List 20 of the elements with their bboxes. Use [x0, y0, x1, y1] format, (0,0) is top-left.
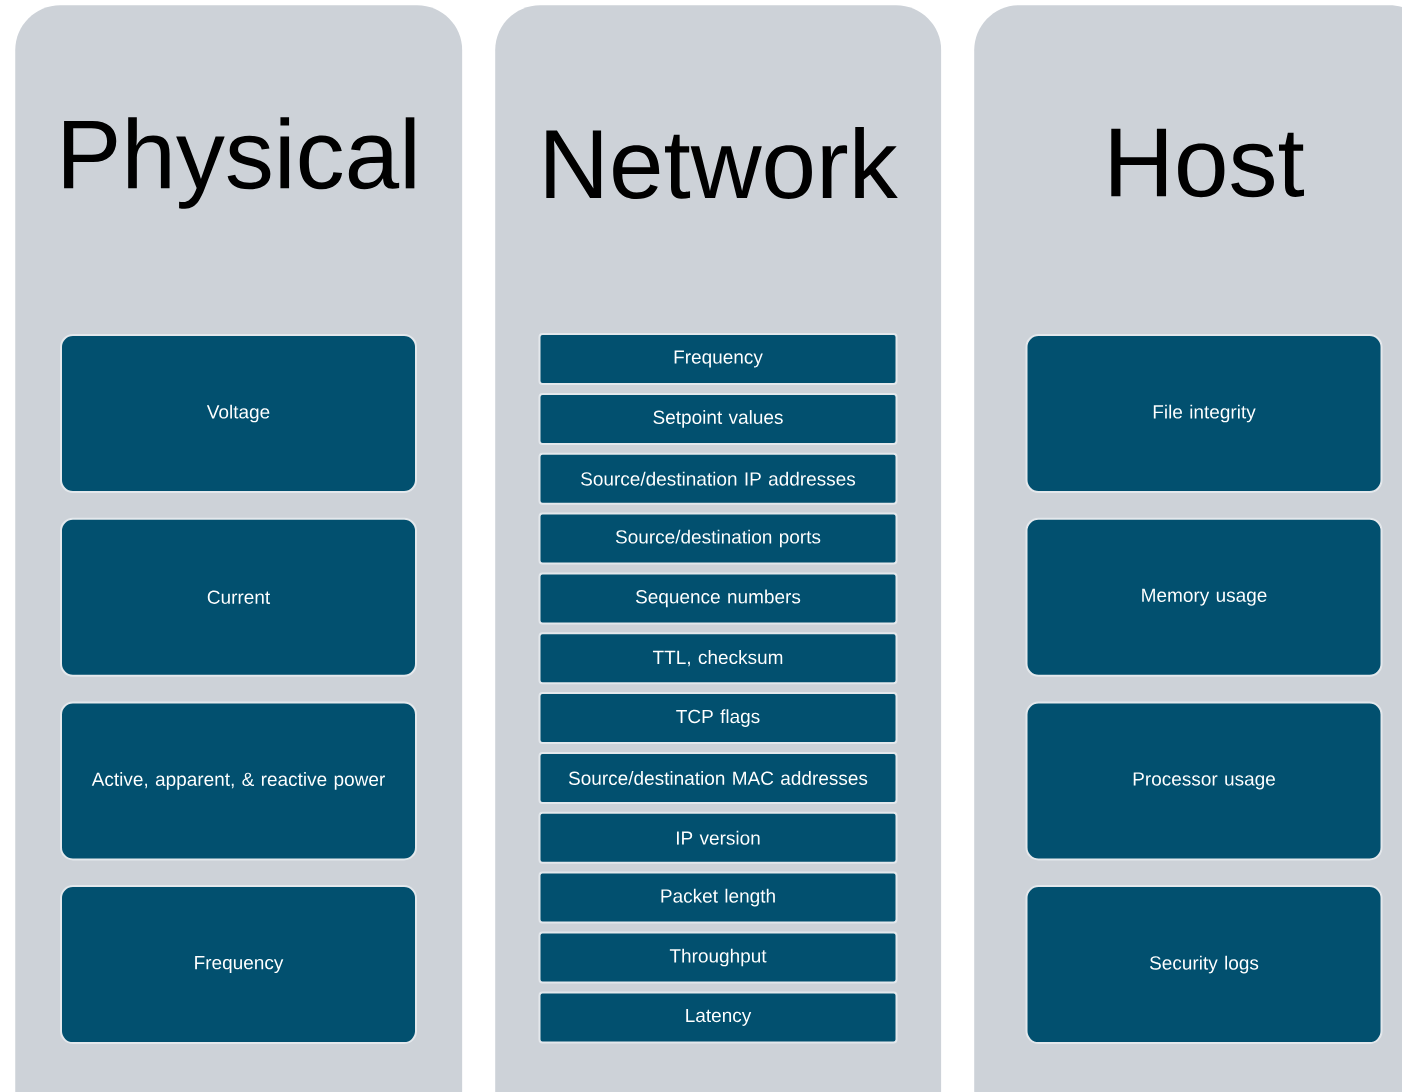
item-box: TTL, checksum: [538, 632, 898, 685]
item-box: Source/destination MAC addresses: [538, 752, 898, 804]
item-box: Voltage: [60, 334, 417, 493]
item-box: Setpoint values: [538, 392, 898, 445]
item-box: Latency: [538, 991, 898, 1044]
item-box: Current: [60, 517, 417, 677]
item-box: Source/destination ports: [538, 512, 898, 565]
item-box: TCP flags: [538, 692, 898, 745]
item-box: Security logs: [1025, 885, 1383, 1045]
item-box: Memory usage: [1025, 517, 1383, 677]
item-box: Packet length: [538, 871, 898, 924]
item-box: Source/destination IP addresses: [538, 452, 898, 505]
item-box: File integrity: [1025, 334, 1383, 493]
item-box: Processor usage: [1025, 701, 1383, 861]
item-box: Active, apparent, & reactive power: [60, 701, 417, 861]
item-box: Sequence numbers: [538, 572, 898, 625]
item-box: Frequency: [538, 333, 898, 385]
item-box: IP version: [538, 811, 898, 864]
item-box: Frequency: [60, 885, 417, 1045]
item-box: Throughput: [538, 931, 898, 984]
